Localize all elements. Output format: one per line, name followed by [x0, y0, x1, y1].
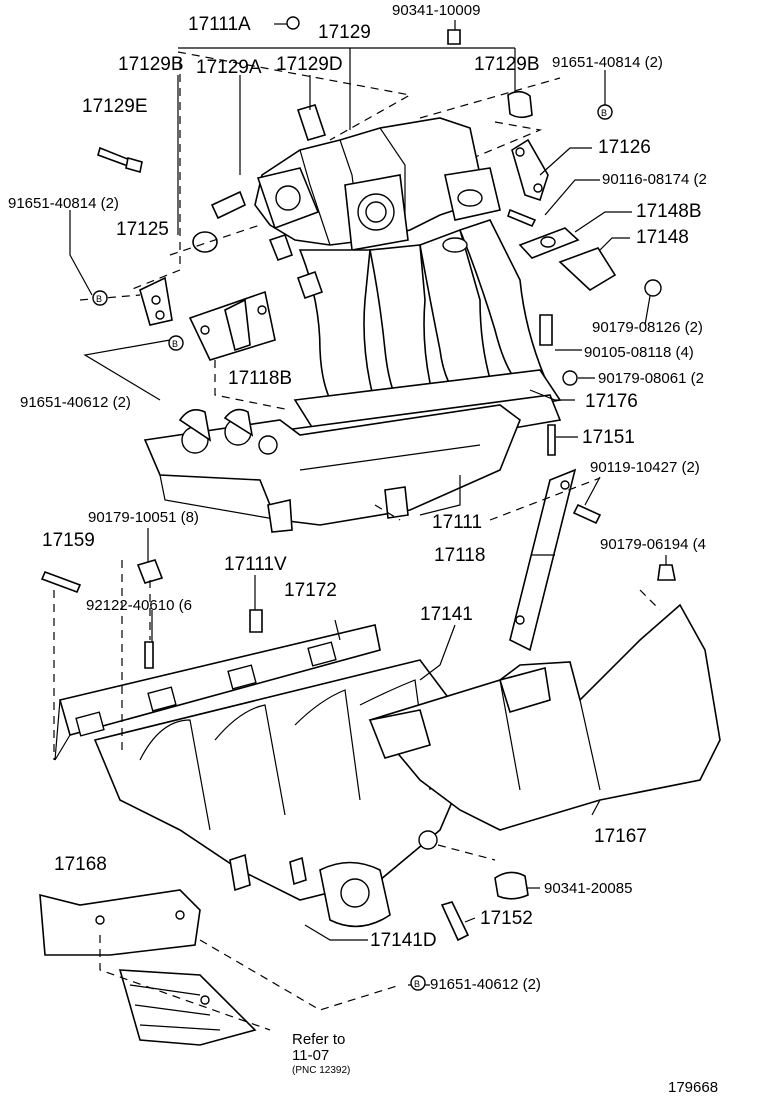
svg-text:B: B [601, 108, 607, 118]
label-17148B: 17148B [636, 201, 702, 222]
vacuum-fitting-17111V [249, 609, 263, 633]
intake-manifold-17111 [143, 404, 521, 533]
cap-17129B-right [507, 90, 533, 119]
assembly-dashed-lines [53, 224, 661, 1031]
label-92122-40610: 92122-40610 (6 [86, 597, 192, 614]
label-91651-40814-top: 91651-40814 (2) [552, 54, 663, 71]
cap-17129B-left [192, 231, 218, 253]
bracket-17125 [139, 276, 173, 326]
elbow-17148 [558, 247, 617, 291]
label-17172: 17172 [284, 580, 337, 601]
plug-90341-10009 [447, 29, 461, 45]
heat-shield-17167 [368, 603, 721, 831]
label-17129B-right: 17129B [474, 54, 540, 75]
stud-90116-08174 [507, 208, 537, 228]
bolt-90119-10427 [572, 503, 602, 525]
bracket-17126 [511, 138, 549, 202]
bracket-17118 [509, 468, 577, 652]
label-90179-10051: 90179-10051 (8) [88, 509, 199, 526]
label-17152: 17152 [480, 908, 533, 929]
refer-to-text: Refer to [292, 1031, 345, 1048]
label-90179-06194: 90179-06194 (4 [600, 536, 706, 553]
label-17129D: 17129D [276, 54, 343, 75]
bracket-17118B [188, 290, 276, 361]
label-17111A: 17111A [188, 14, 251, 35]
bolt-17129E [97, 146, 131, 168]
nut-90179-08126 [644, 279, 662, 297]
nut-90179-08061 [562, 370, 578, 386]
label-17159: 17159 [42, 530, 95, 551]
nut-90179-06194 [657, 564, 676, 581]
label-90179-08126: 90179-08126 (2) [592, 319, 703, 336]
label-90341-20085: 90341-20085 [544, 880, 632, 897]
label-17168: 17168 [54, 854, 107, 875]
small-hardware [40, 16, 676, 942]
label-17129: 17129 [318, 22, 371, 43]
plug-90341-20085 [494, 871, 529, 900]
stud-92122-40610 [144, 641, 154, 669]
label-17141: 17141 [420, 604, 473, 625]
nut-90179-10051 [136, 559, 164, 584]
bolt-marker-center: B [168, 335, 184, 351]
label-91651-40814-left: 91651-40814 (2) [8, 195, 119, 212]
bolt-marker-bottom: B [410, 975, 426, 991]
label-17129A: 17129A [196, 57, 262, 78]
label-17176: 17176 [585, 391, 638, 412]
label-17151: 17151 [582, 427, 635, 448]
stud-17152 [440, 901, 470, 942]
upper-intake-manifold [129, 51, 561, 421]
label-90179-08061: 90179-08061 (2 [598, 370, 704, 387]
refer-pnc-text: (PNC 12392) [292, 1065, 350, 1076]
bolt-marker-top-right: B [597, 104, 613, 120]
label-17125: 17125 [116, 219, 169, 240]
label-17167: 17167 [594, 826, 647, 847]
label-17118: 17118 [434, 545, 485, 566]
hose-17129D [296, 104, 327, 141]
gasket-17172 [54, 624, 381, 761]
label-91651-40612-bottom: 91651-40612 (2) [430, 976, 541, 993]
figure-number: 179668 [668, 1079, 718, 1096]
plate-refer-11-07 [118, 969, 257, 1046]
nut-17111A [286, 16, 300, 30]
label-90105-08118: 90105-08118 (4) [584, 344, 694, 361]
svg-text:B: B [172, 339, 178, 349]
hose-17129A [210, 190, 247, 220]
svg-text:B: B [96, 294, 102, 304]
label-17141D: 17141D [370, 930, 437, 951]
plate-17168 [39, 889, 201, 956]
label-17129E: 17129E [82, 96, 148, 117]
part-labels: 17111A 17129 90341-10009 17129B 17129A 1… [8, 2, 718, 1096]
label-17118B: 17118B [228, 368, 292, 389]
label-90119-10427: 90119-10427 (2) [590, 459, 700, 476]
label-17111V: 17111V [224, 554, 287, 575]
label-90116-08174: 90116-08174 (2 [602, 171, 707, 188]
label-91651-40612-left: 91651-40612 (2) [20, 394, 131, 411]
label-17129B-left: 17129B [118, 54, 184, 75]
svg-text:B: B [414, 979, 420, 989]
stud-17159 [40, 570, 82, 594]
stud-17151 [547, 424, 556, 456]
label-17126: 17126 [598, 137, 651, 158]
bolt-marker-left: B [92, 290, 108, 306]
label-17148: 17148 [636, 227, 689, 248]
bolt-90105-08118 [539, 314, 553, 346]
label-90341-10009: 90341-10009 [392, 2, 480, 19]
refer-page-text: 11-07 [292, 1047, 329, 1064]
label-17111: 17111 [432, 512, 482, 533]
